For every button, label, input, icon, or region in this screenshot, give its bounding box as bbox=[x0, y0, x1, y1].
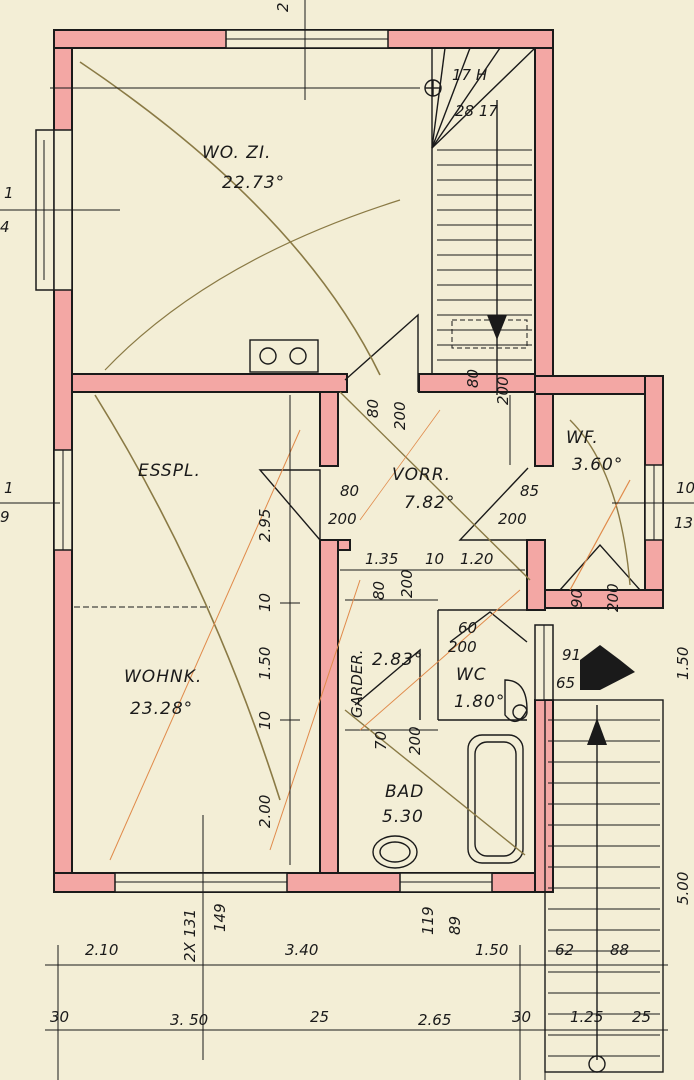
opening-8-width: 90 bbox=[568, 589, 586, 608]
opening-6-height: 200 bbox=[448, 638, 477, 656]
dim-1-20: 1.20 bbox=[460, 550, 493, 568]
room-name-wohnk: WOHNK. bbox=[124, 667, 202, 687]
marker-right-1: 10 bbox=[676, 479, 694, 497]
opening-1-height: 200 bbox=[391, 401, 409, 430]
room-name-bad: BAD bbox=[385, 782, 424, 802]
entrance-arrow bbox=[580, 645, 635, 690]
opening-4-height: 200 bbox=[498, 510, 527, 528]
opening-3-height: 200 bbox=[494, 376, 512, 405]
dim-10b: 10 bbox=[256, 711, 274, 730]
room-name-garder: GARDER. bbox=[348, 649, 366, 718]
marker-left-2: 4 bbox=[0, 218, 10, 236]
dim-b1-149: 149 bbox=[211, 903, 229, 932]
staircase-exterior bbox=[544, 645, 664, 1073]
dim-b1-2-10: 2.10 bbox=[85, 941, 118, 959]
stair-label-bottom: 28 17 bbox=[455, 102, 498, 120]
stair-label-top: 17 H bbox=[452, 66, 487, 84]
opening-2-width: 80 bbox=[340, 482, 359, 500]
dim-b1-3-40: 3.40 bbox=[285, 941, 318, 959]
marker-left-3: 1 bbox=[4, 479, 14, 497]
dim-2-95: 2.95 bbox=[256, 509, 274, 542]
dim-b1-1-50: 1.50 bbox=[475, 941, 508, 959]
bathtub-icon bbox=[467, 734, 524, 864]
room-area-garder: 2.83° bbox=[372, 650, 423, 670]
stair-direction-arrow bbox=[487, 315, 507, 340]
dim-b1-88: 88 bbox=[610, 941, 629, 959]
dim-2-00: 2.00 bbox=[256, 795, 274, 828]
windows bbox=[35, 29, 664, 893]
toilet-icon bbox=[504, 679, 528, 723]
marker-top: 2 bbox=[274, 2, 292, 12]
room-name-vorr: VORR. bbox=[392, 465, 451, 485]
opening-5-height: 200 bbox=[398, 569, 416, 598]
room-area-wozi: 22.73° bbox=[222, 173, 285, 193]
sketch-strokes bbox=[79, 61, 631, 861]
room-area-bad: 5.30 bbox=[382, 807, 424, 827]
opening-1-width: 80 bbox=[364, 399, 382, 418]
dim-1-50: 1.50 bbox=[256, 647, 274, 680]
room-name-wf: WF. bbox=[566, 428, 599, 448]
room-name-wc: WC bbox=[456, 665, 487, 685]
dim-b2-30a: 30 bbox=[50, 1008, 69, 1026]
room-area-vorr: 7.82° bbox=[404, 493, 455, 513]
opening-4-width: 85 bbox=[520, 482, 539, 500]
room-name-wozi: WO. ZI. bbox=[202, 143, 271, 163]
opening-7-width: 70 bbox=[372, 731, 390, 750]
dim-b1-89: 89 bbox=[446, 916, 464, 935]
room-name-esspl: ESSPL. bbox=[138, 461, 201, 481]
marker-left-4: 9 bbox=[0, 508, 10, 526]
ext-stair-arrow bbox=[587, 718, 607, 745]
opening-5-width: 80 bbox=[370, 581, 388, 600]
marker-left-1: 1 bbox=[4, 184, 14, 202]
dim-1-35: 1.35 bbox=[365, 550, 398, 568]
opening-7-height: 200 bbox=[406, 726, 424, 755]
opening-6-width: 60 bbox=[458, 619, 477, 637]
stove-icon bbox=[249, 339, 319, 373]
dim-b2-25a: 25 bbox=[310, 1008, 329, 1026]
opening-3-width: 80 bbox=[464, 369, 482, 388]
opening-8-height: 200 bbox=[604, 583, 622, 612]
marker-right-2: 13 bbox=[674, 514, 693, 532]
washbasin-icon bbox=[372, 835, 418, 869]
room-area-wf: 3.60° bbox=[572, 455, 623, 475]
dim-10a: 10 bbox=[256, 593, 274, 612]
opening-2-height: 200 bbox=[328, 510, 357, 528]
dim-b2-2-65: 2.65 bbox=[418, 1011, 451, 1029]
dim-b1-2x131: 2X 131 bbox=[181, 909, 199, 962]
dim-right-1-50: 1.50 bbox=[674, 647, 692, 680]
dim-b2-3-50: 3. 50 bbox=[170, 1011, 208, 1029]
dim-b1-62: 62 bbox=[555, 941, 574, 959]
door-swings bbox=[258, 313, 641, 720]
fixtures bbox=[74, 339, 528, 869]
dim-b2-25b: 25 bbox=[632, 1008, 651, 1026]
dim-right-5-00: 5.00 bbox=[674, 872, 692, 905]
dim-b2-30b: 30 bbox=[512, 1008, 531, 1026]
opening-9-width: 91 bbox=[562, 646, 581, 664]
dim-b2-1-25: 1.25 bbox=[570, 1008, 603, 1026]
room-area-wc: 1.80° bbox=[454, 692, 505, 712]
room-area-wohnk: 23.28° bbox=[130, 699, 193, 719]
labels: 2 1 4 1 9 10 13 WO. ZI. 22.73° ESSPL. WO… bbox=[0, 2, 694, 1029]
opening-9-height: 65 bbox=[556, 674, 575, 692]
ext-stair-circle bbox=[588, 1055, 606, 1073]
dim-b1-119: 119 bbox=[419, 906, 437, 935]
staircase-upper bbox=[424, 47, 536, 395]
dim-10: 10 bbox=[425, 550, 444, 568]
